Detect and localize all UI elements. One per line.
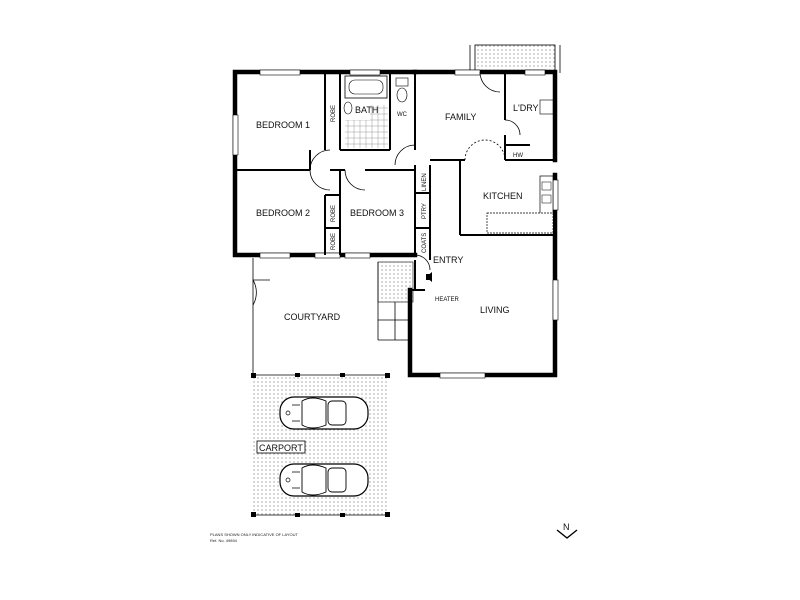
bath-label: BATH <box>355 105 378 115</box>
family-label: FAMILY <box>445 112 476 122</box>
bedroom-1-label: BEDROOM 1 <box>256 120 310 130</box>
car-icon <box>279 463 369 497</box>
interior-walls <box>235 72 555 291</box>
laundry-label: L'DRY <box>513 103 539 113</box>
heater-label: HEATER <box>435 297 460 303</box>
reference-number: Ref. No. 49894 <box>210 538 238 543</box>
north-label: N <box>563 522 570 532</box>
bedroom-3-label: BEDROOM 3 <box>350 208 404 218</box>
hw-label: HW <box>513 153 523 159</box>
compass-arrow-icon <box>556 529 578 539</box>
car-icon <box>279 396 369 430</box>
linen-label: LINEN <box>422 173 428 191</box>
entry-label: ENTRY <box>433 255 463 265</box>
living-label: LIVING <box>480 305 510 315</box>
carport-label: CARPORT <box>259 443 303 453</box>
courtyard-label: COURTYARD <box>284 312 341 322</box>
courtyard-area <box>252 258 414 375</box>
robe-3-label: ROBE <box>331 233 337 250</box>
coats-label: COATS <box>422 233 428 253</box>
carport-label-box <box>256 440 306 454</box>
robe-2-label: ROBE <box>331 205 337 222</box>
rear-deck <box>469 44 561 74</box>
bedroom-2-label: BEDROOM 2 <box>256 208 310 218</box>
kitchen-label: KITCHEN <box>483 191 523 201</box>
wc-label: WC <box>397 112 408 118</box>
doors-and-fixtures <box>309 71 554 282</box>
pantry-label: PTRY <box>422 203 428 219</box>
disclaimer-note: PLANS SHOWN ONLY INDICATIVE OF LAYOUT <box>210 532 298 537</box>
robe-1-label: ROBE <box>331 105 337 122</box>
